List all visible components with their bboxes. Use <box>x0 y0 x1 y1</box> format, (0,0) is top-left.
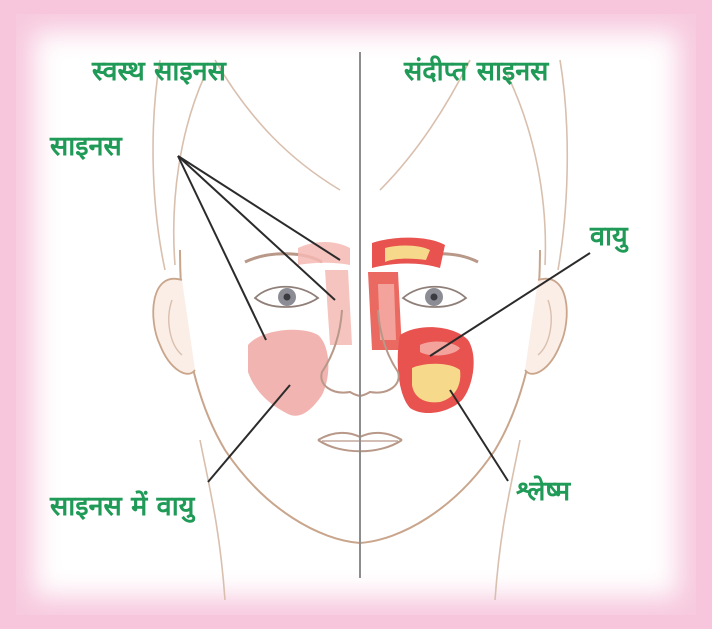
air-label: वायु <box>590 223 628 250</box>
air-in-sinus-label: साइनस में वायु <box>50 493 194 520</box>
ear-right <box>525 279 567 374</box>
healthy-sinus-title: स्वस्थ साइनस <box>92 58 226 85</box>
neck-right <box>495 440 520 600</box>
eye-left <box>255 287 318 307</box>
neck-left <box>200 440 225 600</box>
eye-right <box>403 287 466 307</box>
ear-left <box>153 279 195 374</box>
sinus-label: साइनस <box>50 133 122 160</box>
mucus-label: श्लेष्म <box>516 478 570 505</box>
inflamed-sinuses <box>368 238 474 413</box>
inflamed-sinus-title: संदीप्त साइनस <box>404 58 548 85</box>
